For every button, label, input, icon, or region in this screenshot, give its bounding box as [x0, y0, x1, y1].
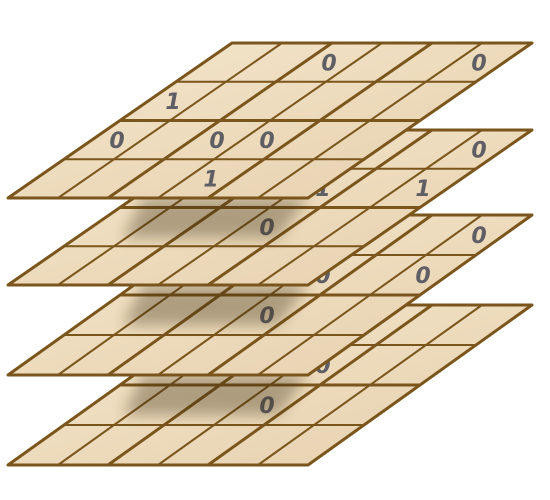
board-shadow	[123, 198, 308, 238]
cell-digit: 0	[209, 129, 224, 154]
cell[interactable]: 1	[158, 159, 264, 198]
cell-digit: 0	[471, 51, 486, 76]
cell-digit: 0	[471, 138, 486, 163]
cell-digit: 0	[109, 129, 124, 154]
cell-digit: 1	[203, 168, 218, 193]
cell[interactable]: 1	[370, 169, 476, 208]
cell[interactable]: 0	[426, 130, 532, 169]
cell[interactable]: 0	[426, 43, 532, 82]
cell-digit: 0	[321, 51, 336, 76]
cell-digit: 0	[415, 264, 430, 289]
cell[interactable]: 0	[164, 121, 270, 160]
cell[interactable]: 0	[370, 255, 476, 295]
cell[interactable]: 0	[276, 43, 382, 82]
board-shadow	[123, 375, 308, 415]
cell[interactable]: 1	[120, 82, 226, 121]
cell-digit: 0	[259, 129, 274, 154]
cell-digit: 0	[471, 224, 486, 249]
cell[interactable]: 0	[64, 121, 170, 160]
cell-digit: 1	[165, 90, 180, 115]
board-shadow	[123, 285, 308, 325]
cell-digit: 1	[415, 177, 430, 202]
board-layer-1: 0 0 1 0 0 0 1	[6, 41, 534, 238]
cell[interactable]: 0	[426, 215, 532, 255]
cell[interactable]: 0	[214, 121, 320, 160]
